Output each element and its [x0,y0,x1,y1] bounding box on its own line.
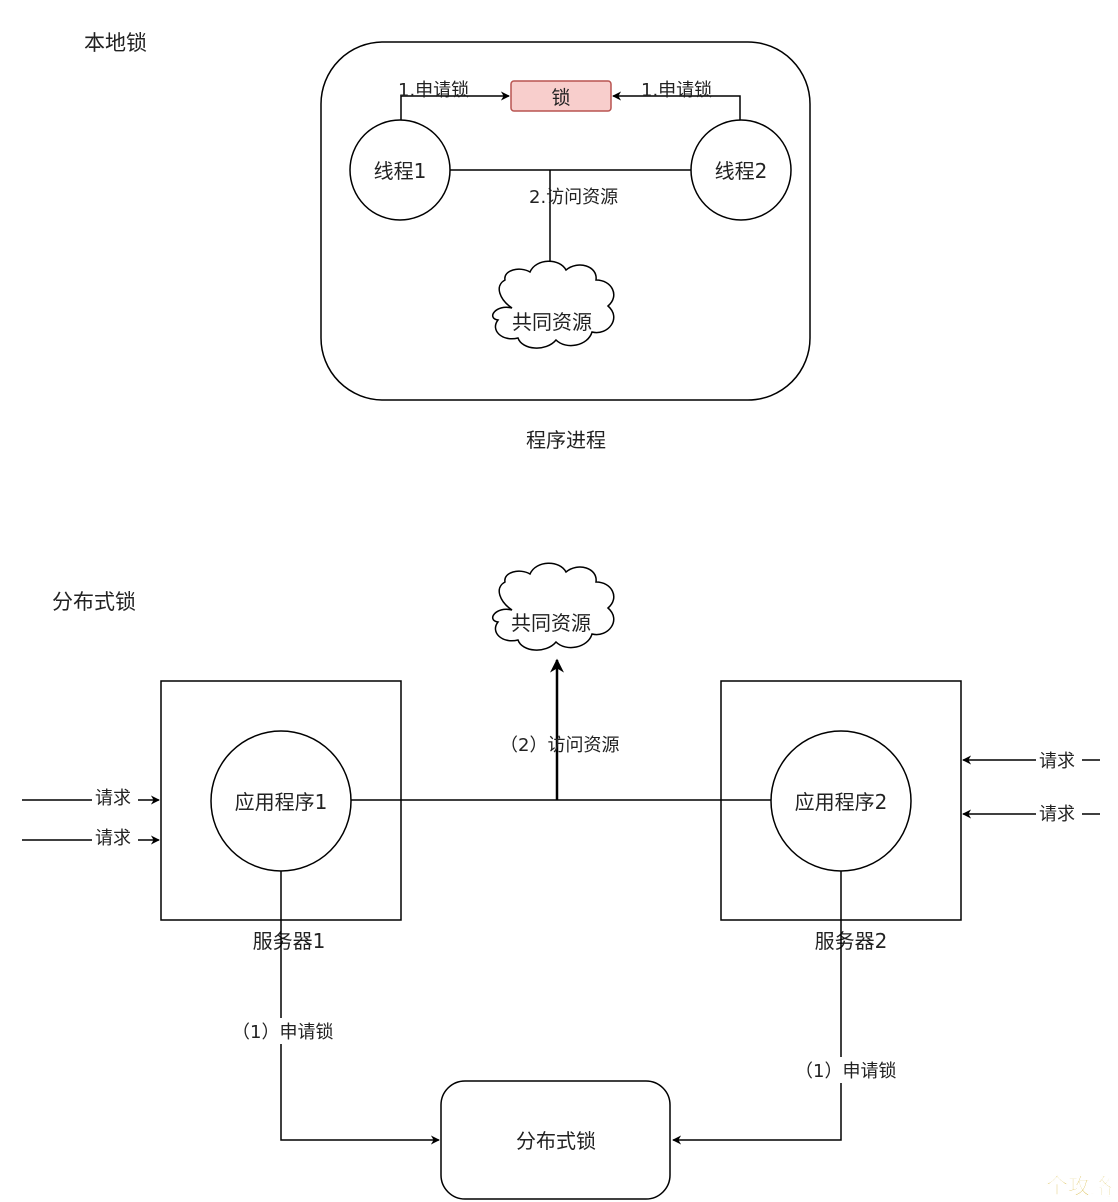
local-shared-resource-label: 共同资源 [512,310,592,334]
distributed-lock-label: 分布式锁 [516,1129,596,1153]
app2-label: 应用程序2 [795,790,888,814]
request-in-label-1: 请求 [95,788,131,809]
thread2-request-label: 1.申请锁 [641,80,712,101]
request-in-label-2: 请求 [95,828,131,849]
server2-label: 服务器2 [815,929,888,953]
distributed-section-title: 分布式锁 [52,590,136,614]
app1-acquire-edge [280,871,440,1145]
app1-acquire-label: （1）申请锁 [232,1022,333,1043]
lock-label: 锁 [551,87,570,109]
watermark-logo: 全攻略 [1045,1174,1113,1200]
thread2-request-edge [612,91,741,120]
process-container [320,41,811,401]
distributed-shared-resource-label: 共同资源 [511,611,591,635]
request-in-label-3: 请求 [1039,751,1075,772]
process-caption: 程序进程 [526,428,606,452]
local-shared-resource-cloud [492,260,615,349]
request-in-label-4: 请求 [1039,804,1075,825]
distributed-shared-resource-cloud [492,562,615,651]
server1-label: 服务器1 [253,929,326,953]
local-section-title: 本地锁 [84,31,147,55]
app1-label: 应用程序1 [235,790,328,814]
app2-acquire-label: （1）申请锁 [795,1061,896,1082]
local-access-label: 2.访问资源 [529,187,618,208]
distributed-lock-box [440,1080,671,1200]
thread1-request-edge [400,91,510,120]
lock-box [510,80,612,112]
distributed-access-label: （2）访问资源 [500,735,619,756]
thread1-request-label: 1.申请锁 [398,80,469,101]
thread1-label: 线程1 [374,159,427,183]
thread2-label: 线程2 [715,159,768,183]
app2-acquire-edge [672,871,842,1145]
